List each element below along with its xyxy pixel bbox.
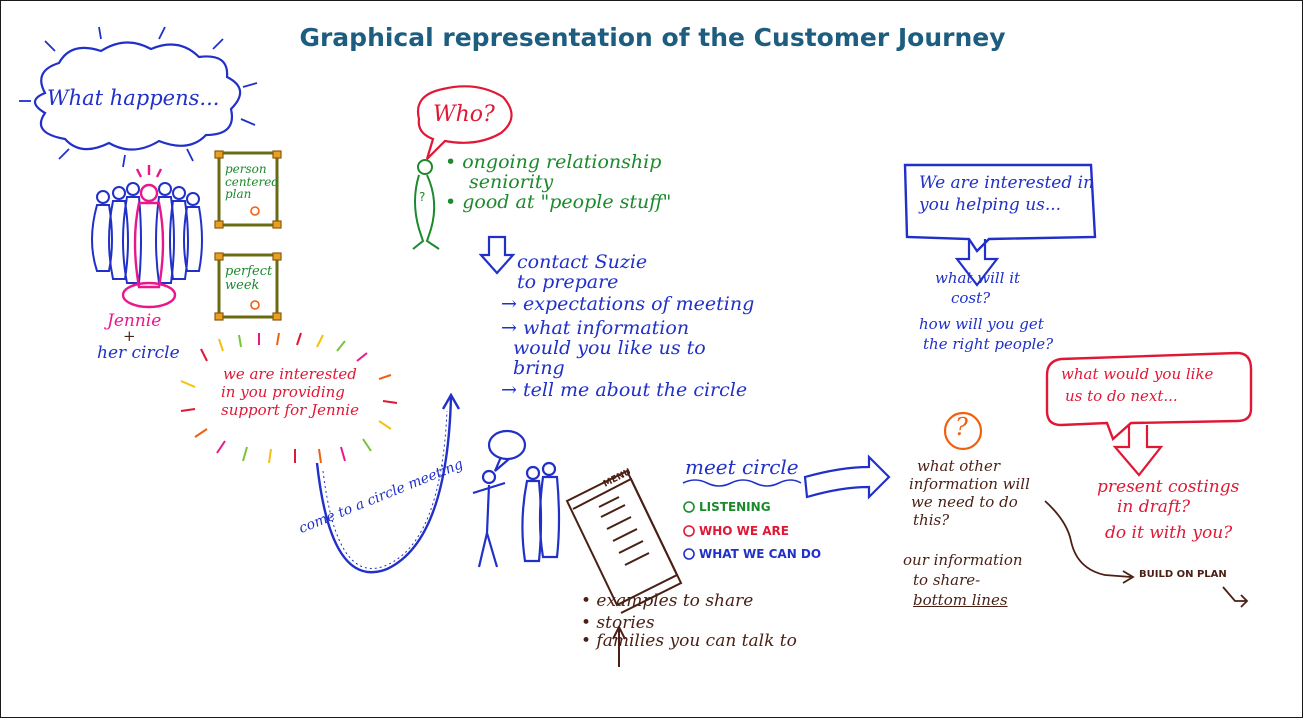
question-circle-icon xyxy=(943,411,983,451)
meeting-arc xyxy=(315,396,453,574)
support-text-line2: in you providing xyxy=(221,383,345,401)
plan-frames xyxy=(217,151,279,319)
other-info-line3: we need to do xyxy=(911,493,1018,511)
meet-item-who-we-are: WHO WE ARE xyxy=(699,524,789,538)
contact-line7: → tell me about the circle xyxy=(501,379,748,401)
present-line3: do it with you? xyxy=(1105,523,1233,543)
contact-line1: contact Suzie xyxy=(517,251,648,273)
what-happens-cloud xyxy=(33,41,242,151)
next-line1: what would you like xyxy=(1061,365,1214,383)
share-line1: • examples to share xyxy=(581,591,754,611)
her-circle-label: her circle xyxy=(97,343,180,363)
meet-circle-heading: meet circle xyxy=(685,455,799,479)
other-info-line4: this? xyxy=(913,511,950,529)
cost-line1: what will it xyxy=(935,269,1021,287)
who-note-line3: • good at "people stuff" xyxy=(445,191,672,213)
helping-line2: you helping us... xyxy=(919,195,1062,215)
contact-line3: → expectations of meeting xyxy=(501,293,755,315)
svg-text:?: ? xyxy=(419,190,425,204)
helping-line1: We are interested in xyxy=(919,173,1095,193)
other-info-line1: what other xyxy=(917,457,1001,475)
next-line2: us to do next... xyxy=(1065,387,1178,405)
menu-notebook-icon xyxy=(565,469,683,614)
who-note-line1: • ongoing relationship xyxy=(445,151,662,173)
share-line3: • families you can talk to xyxy=(581,631,797,651)
support-text-line1: we are interested xyxy=(223,365,357,383)
contact-arrow-icon xyxy=(478,235,516,275)
our-info-line2: to share- xyxy=(913,571,981,589)
next-speech-box xyxy=(1045,351,1253,442)
who-note-line2: seniority xyxy=(469,171,554,193)
who-speech-bubble xyxy=(416,85,513,160)
contact-line5: would you like us to xyxy=(513,337,706,359)
meet-item-listening: LISTENING xyxy=(699,500,771,514)
support-bubble-rays xyxy=(180,332,398,464)
other-info-line2: information will xyxy=(909,475,1030,493)
next-step-arrow-icon xyxy=(803,454,891,500)
meet-item-what-we-can-do: WHAT WE CAN DO xyxy=(699,547,822,561)
green-person-icon: ? xyxy=(412,159,440,250)
our-info-line3: bottom lines xyxy=(913,591,1008,609)
jennie-label: Jennie xyxy=(107,311,162,331)
present-line1: present costings xyxy=(1097,477,1240,497)
who-label: Who? xyxy=(433,102,495,127)
support-text-line3: support for Jennie xyxy=(221,401,359,419)
helping-speech-box xyxy=(903,163,1097,253)
contact-line6: bring xyxy=(513,357,565,379)
present-line2: in draft? xyxy=(1117,497,1191,517)
contact-line4: → what information xyxy=(501,317,690,339)
perfect-week-label: perfect week xyxy=(225,264,273,293)
person-centered-plan-label: person centered plan xyxy=(225,162,279,202)
what-happens-label: What happens... xyxy=(47,86,220,110)
contact-line2: to prepare xyxy=(517,271,619,293)
build-plan-connector xyxy=(1044,500,1132,578)
jennie-plus-label: + xyxy=(123,327,136,345)
jennie-figure-icon xyxy=(121,165,177,309)
cost-line3: how will you get xyxy=(919,315,1044,333)
circle-people-icon xyxy=(91,182,203,284)
page-title: Graphical representation of the Customer… xyxy=(299,23,1006,52)
cost-line4: the right people? xyxy=(923,335,1054,353)
cloud-rays xyxy=(19,26,258,168)
presenter-figure-icon xyxy=(472,429,561,568)
question-mark-label: ? xyxy=(955,413,968,441)
cost-line2: cost? xyxy=(951,289,991,307)
share-line2: • stories xyxy=(581,613,655,633)
build-on-plan-label: BUILD ON PLAN xyxy=(1139,569,1227,580)
our-info-line1: our information xyxy=(903,551,1023,569)
up-arrow-icon xyxy=(612,624,626,667)
